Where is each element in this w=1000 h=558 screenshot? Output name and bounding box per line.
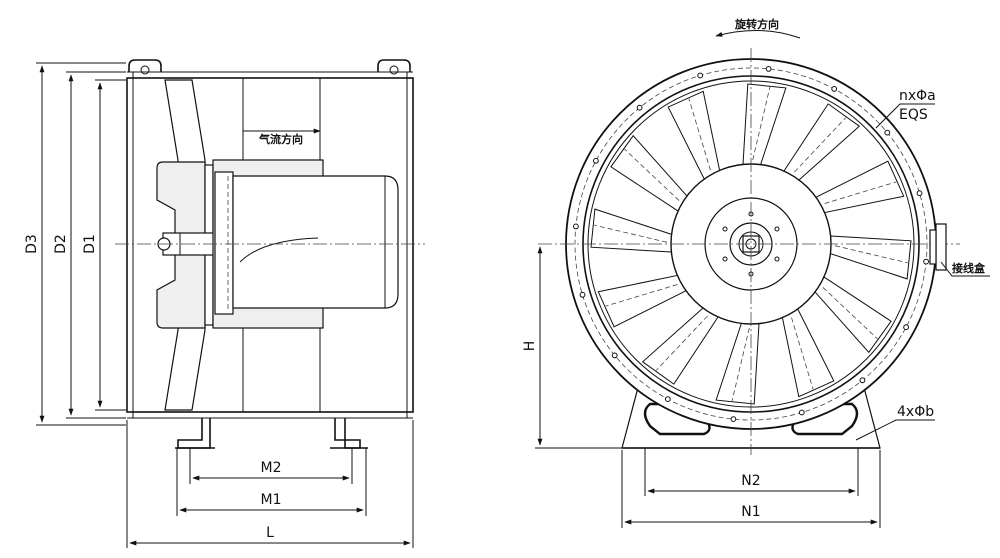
flange-holes-leader <box>875 103 935 129</box>
flange-bolt-hole <box>831 86 838 92</box>
flange-bolt-hole <box>798 409 805 416</box>
dim-d1: D1 <box>82 79 126 411</box>
blade-hidden-edge <box>731 327 750 401</box>
lifting-lug-right <box>377 59 411 75</box>
dim-m2: M2 <box>189 448 353 484</box>
flange-bolt-hole <box>697 72 704 79</box>
svg-text:D3: D3 <box>24 234 40 254</box>
motor-curve <box>239 237 319 263</box>
flange-bolt-hole <box>730 416 737 423</box>
flange-bolt-hole <box>765 66 772 72</box>
blade-hidden-edge <box>624 148 680 201</box>
hub-bolt <box>774 226 780 232</box>
flange-bolt-hole <box>884 129 891 136</box>
flange-holes-sub: EQS <box>899 107 928 123</box>
flange-bolt-hole <box>859 377 866 384</box>
hub-bolt <box>774 256 780 262</box>
hub-bolt <box>722 226 728 232</box>
svg-text:H: H <box>522 341 538 352</box>
flange-bolt-hole <box>923 258 929 265</box>
svg-text:D1: D1 <box>82 234 98 254</box>
blade-hidden-edge <box>605 284 678 307</box>
blades <box>590 83 912 405</box>
blade-hidden-edge <box>824 181 897 204</box>
blade-hidden-edge <box>791 317 814 390</box>
svg-text:M1: M1 <box>261 492 282 508</box>
blade-hidden-edge <box>688 98 711 171</box>
blade-hidden-edge <box>594 224 668 243</box>
flange-bolt-hole <box>664 396 671 403</box>
flange-bolt-hole <box>916 190 923 197</box>
motor-body <box>232 175 399 309</box>
svg-text:L: L <box>266 525 274 541</box>
hub-bolt <box>722 256 728 262</box>
flange-bolt-hole <box>636 104 643 111</box>
blade-hidden-edge <box>834 245 908 264</box>
flange-bolt-holes <box>573 66 929 423</box>
blade-hidden-edge <box>794 117 847 173</box>
base-holes-leader <box>855 419 935 441</box>
rotation-arrow <box>715 30 801 39</box>
rotation-label: 旋转方向 <box>734 17 779 31</box>
dim-n1: N1 <box>621 450 881 528</box>
flange-ring-dashed <box>574 67 928 421</box>
side-view: 气流方向 D3 D2 D1 M2 <box>24 59 425 548</box>
dim-d3: D3 <box>24 62 126 426</box>
dim-d2: D2 <box>53 71 126 419</box>
flange-bolt-hole <box>573 223 579 230</box>
dim-m1: M1 <box>176 448 367 516</box>
dim-l: L <box>126 420 414 548</box>
base-holes-label: 4xΦb <box>897 404 934 420</box>
hub-bolts <box>722 211 780 277</box>
blade-hidden-edge <box>822 287 878 340</box>
side-casing <box>126 77 414 413</box>
svg-text:D2: D2 <box>53 234 69 254</box>
flange-bolt-hole <box>579 291 586 298</box>
flange-bolt-hole <box>611 352 618 359</box>
flange-bolt-hole <box>903 324 909 331</box>
flange-holes-label: nxΦa <box>899 88 936 104</box>
airflow-label: 气流方向 <box>258 132 303 146</box>
foot-left <box>177 418 211 449</box>
junction-box-leader <box>940 261 990 277</box>
junction-box-label: 接线盒 <box>952 261 986 275</box>
svg-text:N2: N2 <box>741 473 760 489</box>
blade-hidden-edge <box>655 315 708 371</box>
svg-text:M2: M2 <box>261 460 282 476</box>
front-view: 接线盒 旋转方向 nxΦa EQS 4xΦb H N2 N1 <box>522 17 990 528</box>
blade-hidden-edge <box>752 87 771 161</box>
svg-text:N1: N1 <box>741 504 760 520</box>
dim-n2: N2 <box>644 448 859 496</box>
flange-bolt-hole <box>593 157 599 164</box>
junction-box <box>929 223 947 271</box>
lifting-lug-left <box>128 59 162 75</box>
motor-flange <box>214 171 234 315</box>
foot-right <box>334 418 361 449</box>
dim-h: H <box>522 246 622 449</box>
